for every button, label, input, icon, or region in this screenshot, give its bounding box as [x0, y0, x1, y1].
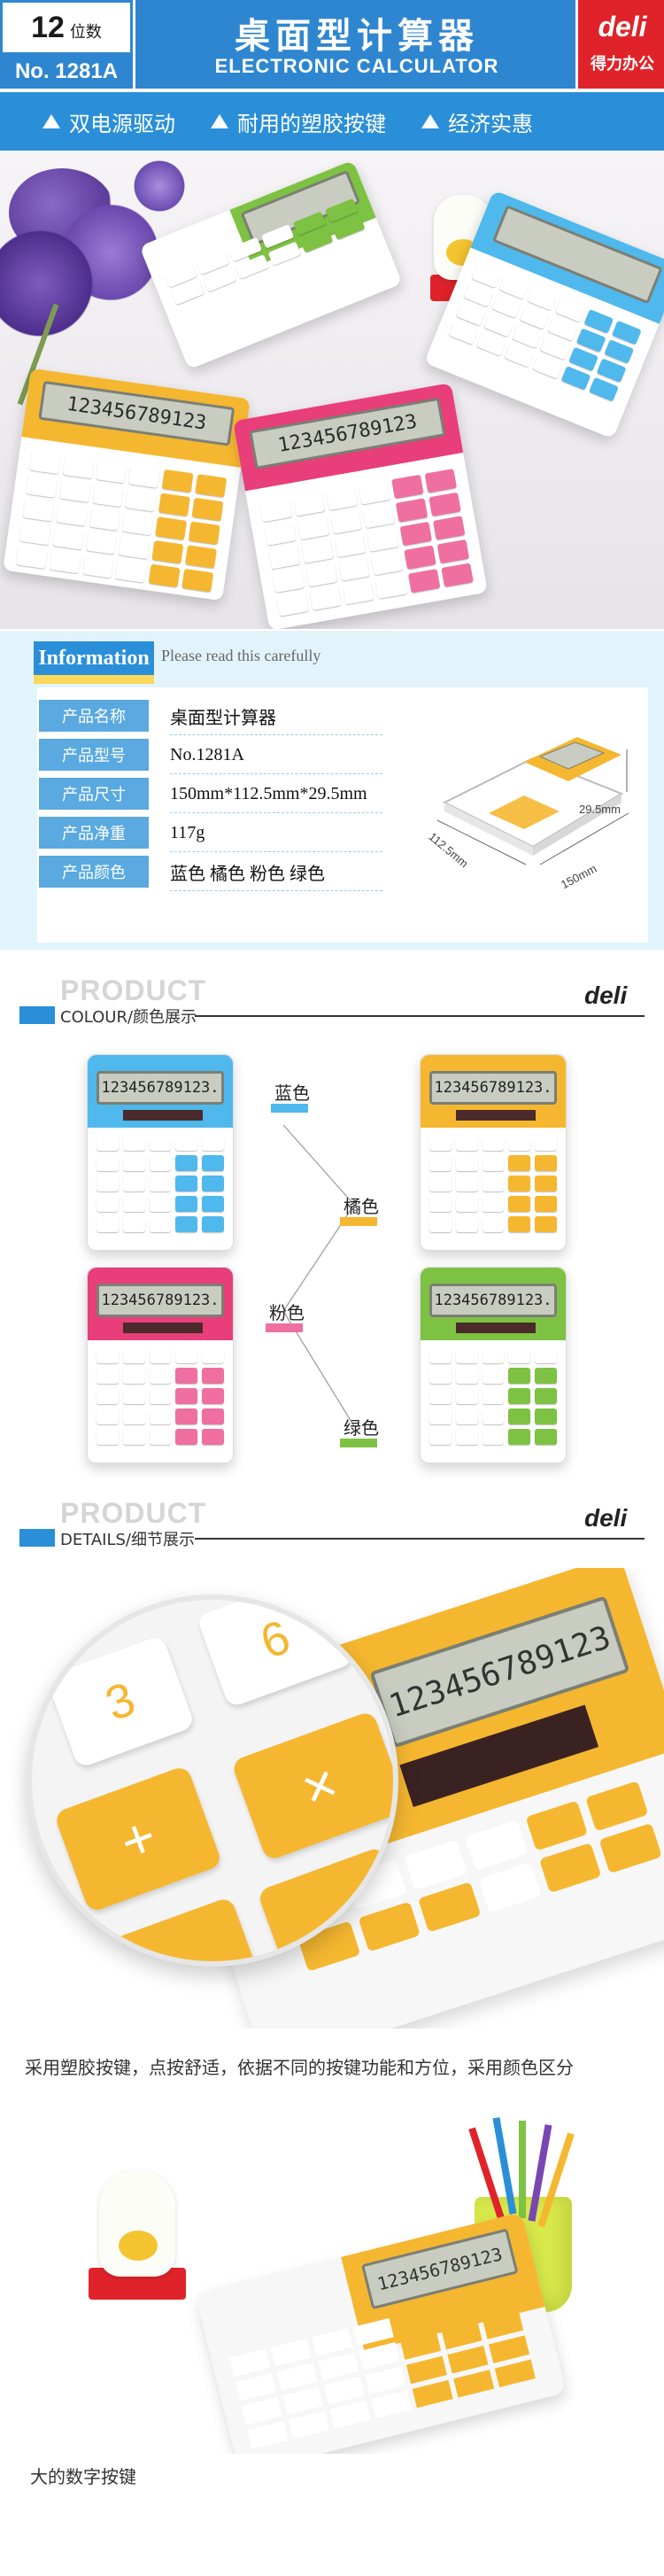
colour-swatch-green	[340, 1439, 377, 1447]
detail-image: 123456789123 3 6 + × = −	[0, 1568, 664, 2029]
section-accent	[19, 1006, 55, 1024]
lcd-display: 123456789123.	[97, 1284, 224, 1317]
info-value: 桌面型计算器	[170, 708, 276, 728]
info-label: 产品型号	[39, 739, 149, 771]
deli-logo: deli	[584, 1504, 628, 1532]
triangle-icon	[421, 114, 439, 128]
lcd-display: 123456789123.	[429, 1071, 557, 1105]
page-header: 12 位数 No. 1281A 桌面型计算器 ELECTRONIC CALCUL…	[0, 0, 664, 89]
lucky-cat-figurine	[99, 2170, 175, 2277]
feature-label: 双电源驱动	[69, 111, 175, 136]
section-rule	[195, 1538, 645, 1540]
orange-calculator: 123456789123.	[420, 1054, 567, 1251]
key-multiply: ×	[230, 1710, 393, 1862]
info-row: 产品净重 117g	[37, 813, 391, 852]
lavender-flowers	[133, 159, 186, 213]
info-value: No.1281A	[170, 744, 244, 764]
key-plus: +	[53, 1765, 223, 1913]
colour-connector-lines	[282, 1124, 355, 1427]
info-label: 产品净重	[39, 817, 149, 849]
key-minus: −	[257, 1845, 393, 1961]
logo-text: deli	[598, 11, 647, 43]
colour-label-blue: 蓝色	[274, 1082, 310, 1104]
pink-calculator: 123456789123	[233, 383, 488, 629]
blue-calculator: 123456789123.	[87, 1054, 234, 1251]
info-row: 产品型号 No.1281A	[37, 735, 391, 774]
lucky-cat-coin	[119, 2231, 158, 2261]
feature-item: 经济实惠	[421, 106, 533, 137]
detail-caption-1: 采用塑胶按键，点按舒适，依据不同的按键功能和方位，采用颜色区分	[25, 2057, 574, 2078]
page-title: 桌面型计算器	[235, 16, 479, 57]
section-rule	[195, 1015, 645, 1017]
feature-item: 双电源驱动	[42, 106, 175, 137]
orange-calculator: 123456789123	[3, 368, 251, 601]
section-subtitle: DETAILS/细节展示	[60, 1531, 195, 1549]
info-row: 产品名称 桌面型计算器	[37, 696, 391, 735]
calculator-outline-icon	[436, 737, 629, 865]
information-section: Information Please read this carefully 产…	[0, 631, 664, 950]
info-row: 产品颜色 蓝色 橘色 粉色 绿色	[37, 852, 391, 891]
detail-caption-2: 大的数字按键	[30, 2466, 136, 2487]
section-title: PRODUCT	[60, 974, 207, 1006]
feature-item: 耐用的塑胶按键	[211, 106, 386, 137]
magnifier-zoom: 3 6 + × = −	[27, 1594, 398, 1967]
feature-bar: 双电源驱动 耐用的塑胶按键 经济实惠	[0, 92, 664, 151]
info-value: 150mm*112.5mm*29.5mm	[170, 783, 367, 803]
info-tag: Information	[34, 641, 154, 675]
digits-panel: 12 位数 No. 1281A	[0, 0, 133, 89]
colour-label-pink: 粉色	[269, 1302, 305, 1323]
info-label: 产品尺寸	[39, 778, 149, 810]
info-note: Please read this carefully	[161, 647, 321, 664]
triangle-icon	[211, 114, 228, 128]
details-section-header: PRODUCT DETAILS/细节展示 deli	[0, 1497, 664, 1550]
model-number: No. 1281A	[14, 59, 119, 83]
dimension-drawing: 29.5mm 112.5mm 150mm	[426, 732, 639, 927]
info-label: 产品名称	[39, 700, 149, 732]
pink-calculator: 123456789123.	[87, 1267, 234, 1463]
section-subtitle: COLOUR/颜色展示	[60, 1008, 197, 1027]
pencil	[519, 2121, 526, 2218]
lcd-display: 123456789123.	[97, 1071, 224, 1105]
logo-cn-text: 得力办公	[591, 55, 654, 74]
key-6: 6	[196, 1600, 355, 1709]
product-photo: 123456789123	[0, 2108, 664, 2454]
key-3: 3	[45, 1634, 196, 1769]
digits-box: 12 位数	[0, 0, 133, 55]
deli-logo: deli	[584, 982, 628, 1009]
digits-unit: 位数	[69, 23, 102, 42]
hero-image: 123456789123 123456789123	[0, 151, 664, 629]
deli-logo[interactable]: deli 得力办公	[575, 0, 664, 89]
title-panel: 桌面型计算器 ELECTRONIC CALCULATOR	[133, 0, 575, 89]
colour-label-orange: 橘色	[344, 1196, 379, 1217]
colour-swatch-blue	[271, 1104, 308, 1113]
dim-height: 29.5mm	[579, 803, 621, 816]
info-card: 产品名称 桌面型计算器 产品型号 No.1281A 产品尺寸 150mm*112…	[37, 687, 648, 943]
info-row: 产品尺寸 150mm*112.5mm*29.5mm	[37, 774, 391, 813]
section-title: PRODUCT	[60, 1497, 207, 1529]
page-subtitle: ELECTRONIC CALCULATOR	[214, 55, 499, 77]
feature-label: 耐用的塑胶按键	[237, 111, 386, 136]
colour-swatch-pink	[266, 1323, 303, 1332]
triangle-icon	[42, 114, 60, 128]
colour-section-header: PRODUCT COLOUR/颜色展示 deli	[0, 974, 664, 1028]
feature-label: 经济实惠	[448, 111, 533, 136]
colour-swatch-orange	[340, 1217, 377, 1226]
info-value: 蓝色 橘色 粉色 绿色	[170, 864, 325, 884]
key-equals: =	[89, 1896, 267, 1961]
green-calculator: 123456789123.	[420, 1267, 567, 1463]
digits-count: 12	[31, 10, 65, 44]
info-label: 产品颜色	[39, 856, 149, 888]
section-accent	[19, 1529, 55, 1547]
info-value: 117g	[170, 822, 205, 842]
calculator-body: 123456789123	[195, 2212, 567, 2454]
info-tag-accent	[34, 675, 154, 684]
lcd-display: 123456789123.	[429, 1284, 557, 1317]
colour-label-green: 绿色	[344, 1417, 379, 1439]
